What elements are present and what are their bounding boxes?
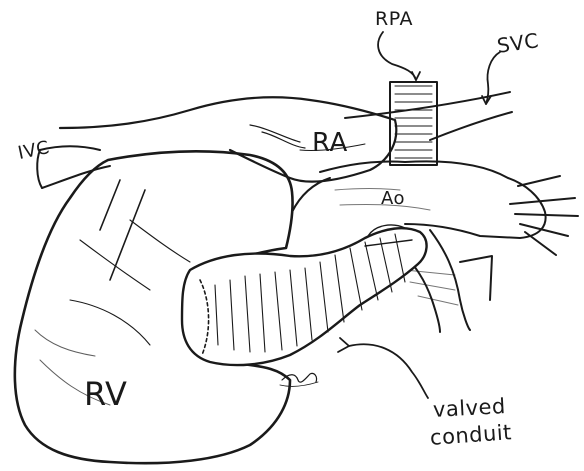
- label-conduit-line2: conduit: [429, 422, 512, 449]
- rpa-arrowhead: [412, 72, 420, 80]
- label-ra: RA: [312, 130, 348, 156]
- label-rpa: RPA: [375, 10, 413, 29]
- valved-conduit: [182, 225, 427, 365]
- rpa-vessel: [390, 82, 437, 165]
- label-ao: Ao: [381, 190, 405, 208]
- label-conduit-line1: valved: [433, 396, 507, 421]
- conduit-arrowhead: [338, 338, 349, 352]
- label-svc: SVC: [496, 30, 540, 56]
- conduit-leader: [349, 344, 428, 398]
- label-rv: RV: [84, 378, 127, 410]
- aorta: [292, 161, 578, 255]
- rpa-leader: [378, 32, 416, 80]
